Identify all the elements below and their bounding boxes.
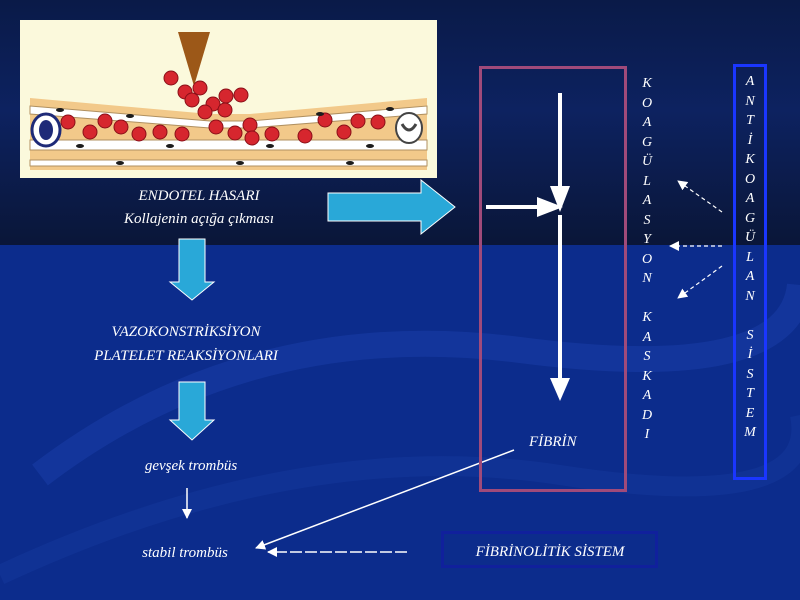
endotel-label: ENDOTEL HASARI [138,188,260,204]
gevsek-trombus-label: gevşek trombüs [144,458,238,474]
background-swirl [0,282,800,585]
vessel-injury-illustration [20,20,437,178]
fibrinolitik-label: FİBRİNOLİTİK SİSTEM [475,544,625,560]
platelet-label: PLATELET REAKSİYONLARI [94,348,278,364]
vazokonstriksiyon-label: VAZOKONSTRİKSİYON [111,324,261,340]
kollajen-label: Kollajenin açığa çıkması [124,211,274,227]
fibrin-box [479,66,627,492]
fibrinolitik-box [441,531,658,568]
fibrin-label: FİBRİN [529,434,577,450]
antikoagulan-box [733,64,767,480]
stabil-trombus-label: stabil trombüs [142,545,228,561]
